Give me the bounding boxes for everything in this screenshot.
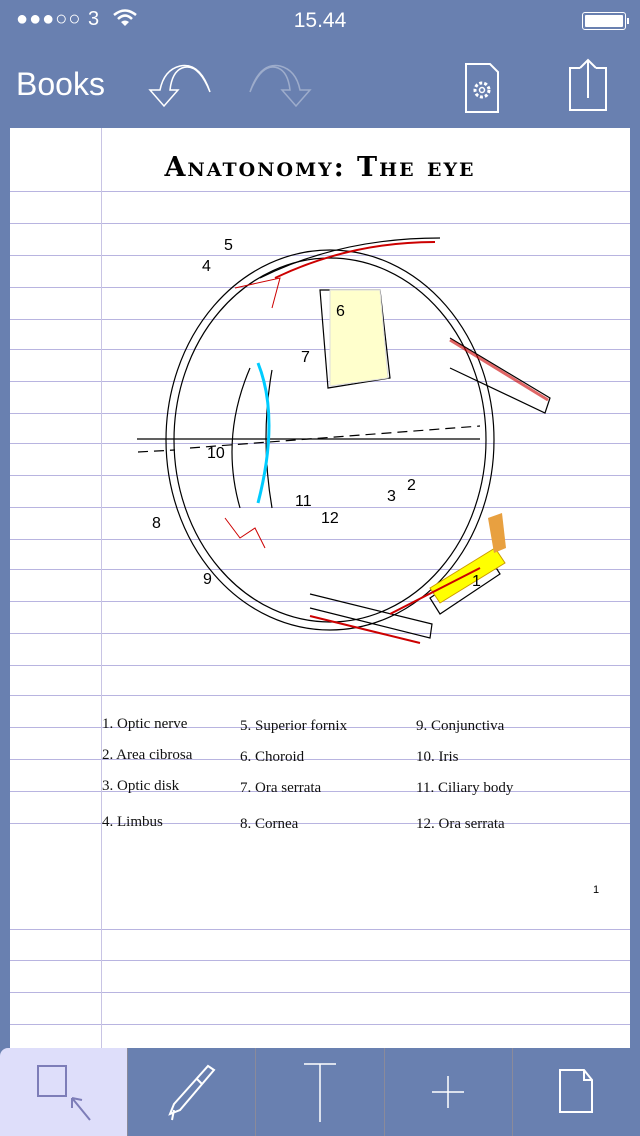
nav-bar: Books	[0, 40, 640, 128]
rule-line	[10, 759, 630, 760]
page-number: 1	[593, 884, 600, 896]
redo-icon	[249, 64, 312, 108]
rule-line	[10, 1024, 630, 1025]
rule-line	[10, 255, 630, 256]
legend-item: 9. Conjunctiva	[416, 718, 505, 734]
text-tool-button[interactable]	[256, 1048, 385, 1136]
redo-button[interactable]	[248, 56, 312, 120]
signal-indicator: ●●●○○ 3	[16, 8, 101, 30]
rule-line	[10, 791, 630, 792]
add-button[interactable]	[385, 1048, 513, 1136]
legend-item: 4. Limbus	[102, 814, 163, 830]
rule-line	[10, 413, 630, 414]
page-button[interactable]	[513, 1048, 640, 1136]
legend-item: 1. Optic nerve	[102, 716, 188, 732]
rule-line	[10, 475, 630, 476]
rule-line	[10, 633, 630, 634]
page-title: Anatonomy: The eye	[164, 152, 476, 183]
diagram-label: 10	[207, 445, 225, 462]
status-bar: ●●●○○ 3 15.44	[0, 0, 640, 40]
rule-line	[10, 960, 630, 961]
rule-line	[10, 601, 630, 602]
rule-line	[10, 191, 630, 192]
clock: 15.44	[293, 9, 347, 32]
rule-line	[10, 223, 630, 224]
undo-icon	[148, 64, 211, 108]
share-icon	[569, 58, 607, 111]
rule-line	[10, 319, 630, 320]
rule-line	[10, 929, 630, 930]
rule-line	[10, 823, 630, 824]
legend-item: 6. Choroid	[240, 749, 305, 765]
diagram-label: 4	[202, 258, 211, 275]
rule-line	[10, 727, 630, 728]
select-tool-button[interactable]	[0, 1048, 129, 1136]
diagram-label: 8	[152, 515, 161, 532]
books-back-button[interactable]: Books	[16, 66, 105, 102]
text-icon	[304, 1063, 336, 1122]
rule-line	[10, 507, 630, 508]
legend-item: 8. Cornea	[240, 816, 299, 832]
bottom-toolbar	[0, 1048, 640, 1136]
rule-line	[10, 665, 630, 666]
diagram-label: 6	[336, 303, 345, 320]
diagram-label: 5	[224, 237, 233, 254]
rule-line	[10, 569, 630, 570]
page-settings-button[interactable]	[458, 56, 522, 120]
rule-line	[10, 443, 630, 444]
rule-line	[10, 381, 630, 382]
pen-icon	[168, 1064, 216, 1121]
rule-line	[10, 695, 630, 696]
legend-item: 5. Superior fornix	[240, 718, 348, 734]
rule-line	[10, 349, 630, 350]
diagram-label: 1	[472, 573, 481, 590]
legend-item: 3. Optic disk	[102, 778, 180, 794]
selection-icon	[36, 1065, 91, 1121]
legend-item: 11. Ciliary body	[416, 780, 514, 796]
legend-item: 7. Ora serrata	[240, 780, 322, 796]
diagram-label: 9	[203, 571, 212, 588]
rule-line	[10, 992, 630, 993]
pen-tool-button[interactable]	[128, 1048, 257, 1136]
rule-line	[10, 539, 630, 540]
share-button[interactable]	[560, 56, 624, 120]
wifi-icon	[112, 8, 138, 34]
diagram-label: 2	[407, 477, 416, 494]
margin-line	[101, 128, 102, 1048]
document-gear-icon	[465, 63, 499, 113]
rule-line	[10, 287, 630, 288]
diagram-label: 3	[387, 488, 396, 505]
diagram-label: 7	[301, 349, 310, 366]
legend-item: 2. Area cibrosa	[102, 747, 193, 763]
page-icon	[559, 1069, 594, 1113]
diagram-label: 11	[295, 493, 312, 510]
plus-icon	[432, 1076, 465, 1108]
diagram-label: 12	[321, 510, 339, 527]
legend-item: 10. Iris	[416, 749, 459, 765]
battery-icon	[582, 12, 629, 30]
legend-item: 12. Ora serrata	[416, 816, 505, 832]
undo-button[interactable]	[148, 56, 212, 120]
